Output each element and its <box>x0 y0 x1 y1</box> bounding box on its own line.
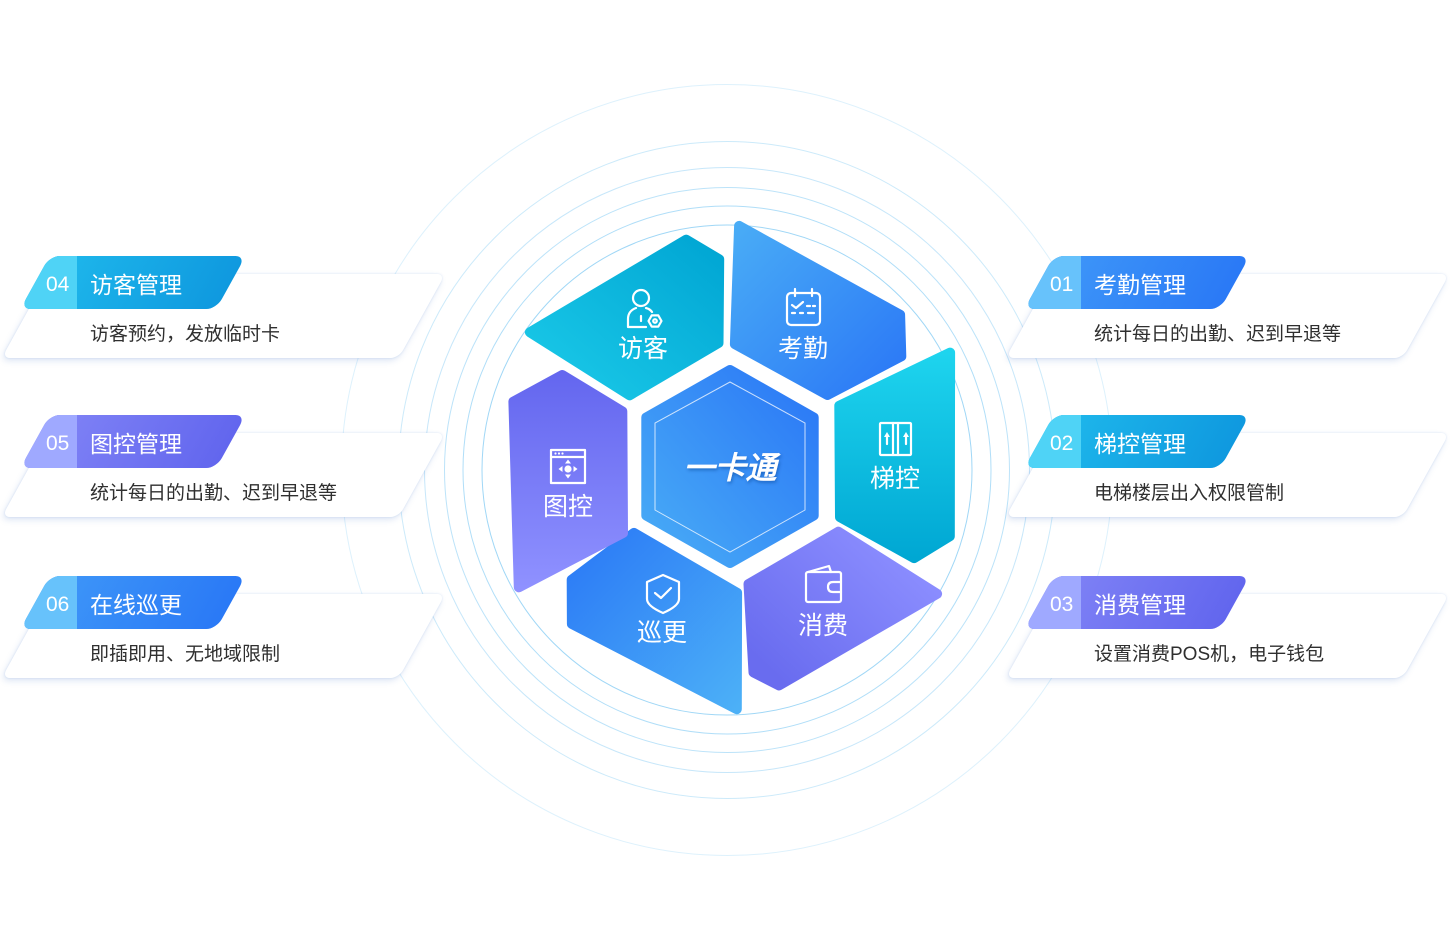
feature-card-consumption: 03 消费管理 设置消费POS机，电子钱包 <box>1004 576 1454 686</box>
hex-piece-map-control: 图控 <box>508 370 628 593</box>
piece-label: 图控 <box>543 493 593 521</box>
feature-card-patrol: 06 在线巡更 即插即用、无地域限制 <box>0 576 450 686</box>
center-shape <box>641 365 819 568</box>
hex-piece-visitor: 访客 <box>524 234 725 401</box>
map-control-icon <box>549 448 587 485</box>
piece-shape <box>729 220 907 400</box>
ring <box>462 205 992 735</box>
ring <box>444 187 1010 753</box>
piece-label: 访客 <box>618 335 668 363</box>
card-title: 考勤管理 <box>1094 272 1186 298</box>
piece-shape <box>508 370 628 593</box>
card-description: 访客预约，发放临时卡 <box>90 324 281 345</box>
center-hexagon: 一卡通 <box>641 365 819 568</box>
feature-card-map-control: 05 图控管理 统计每日的出勤、迟到早退等 <box>0 415 450 525</box>
card-description: 电梯楼层出入权限管制 <box>1094 483 1285 504</box>
card-number: 06 <box>46 593 70 616</box>
piece-label: 巡更 <box>637 619 687 647</box>
card-number: 05 <box>46 432 70 455</box>
hex-piece-consumption: 消费 <box>743 526 943 691</box>
card-description: 即插即用、无地域限制 <box>90 644 281 665</box>
piece-label: 消费 <box>798 612 848 640</box>
card-title: 访客管理 <box>90 272 182 298</box>
calendar-icon <box>785 287 822 327</box>
hex-piece-attendance: 考勤 <box>729 220 907 400</box>
card-title: 梯控管理 <box>1094 431 1186 457</box>
card-title: 消费管理 <box>1094 592 1186 618</box>
feature-card-visitor: 04 访客管理 访客预约，发放临时卡 <box>0 256 450 366</box>
card-number: 03 <box>1050 593 1074 616</box>
hex-piece-elevator: 梯控 <box>834 347 956 564</box>
piece-shape <box>524 234 725 401</box>
center-inner-outline <box>654 381 806 553</box>
card-description: 统计每日的出勤、迟到早退等 <box>1094 324 1342 345</box>
card-number: 04 <box>46 273 70 296</box>
card-number: 02 <box>1050 432 1074 455</box>
visitor-icon <box>626 288 663 329</box>
hex-piece-patrol: 巡更 <box>566 527 743 715</box>
feature-card-attendance: 01 考勤管理 统计每日的出勤、迟到早退等 <box>1004 256 1454 366</box>
elevator-icon <box>878 421 913 457</box>
card-title: 图控管理 <box>90 431 182 457</box>
card-description: 设置消费POS机，电子钱包 <box>1094 644 1325 665</box>
piece-label: 梯控 <box>870 465 920 493</box>
feature-card-elevator: 02 梯控管理 电梯楼层出入权限管制 <box>1004 415 1454 525</box>
card-description: 统计每日的出勤、迟到早退等 <box>90 483 338 504</box>
piece-label: 考勤 <box>778 335 828 363</box>
piece-shape <box>566 527 743 715</box>
wallet-icon <box>804 564 843 604</box>
center-title: 一卡通 <box>684 451 782 486</box>
shield-check-icon <box>645 573 681 615</box>
piece-shape <box>743 526 943 691</box>
ring <box>481 224 973 716</box>
card-title: 在线巡更 <box>90 592 182 618</box>
card-number: 01 <box>1050 273 1074 296</box>
